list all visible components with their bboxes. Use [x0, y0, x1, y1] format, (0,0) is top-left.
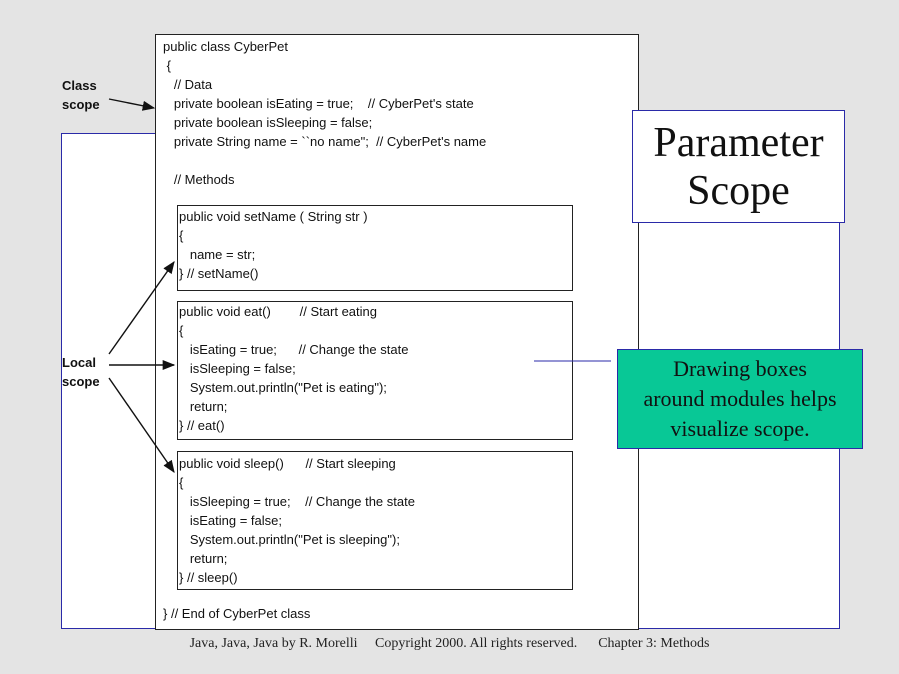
sleep-line-7: } // sleep() — [179, 570, 238, 585]
setname-line-1: public void setName ( String str ) — [179, 209, 368, 224]
eat-line-4: isSleeping = false; — [179, 361, 296, 376]
callout-note-line-2: around modules helps — [643, 386, 837, 411]
sleep-method-box: public void sleep() // Start sleeping { … — [177, 451, 573, 590]
sleep-line-1: public void sleep() // Start sleeping — [179, 456, 396, 471]
slide-title: Parameter Scope — [632, 110, 845, 223]
setname-line-2: { — [179, 228, 184, 243]
sleep-line-2: { — [179, 475, 184, 490]
eat-line-2: { — [179, 323, 184, 338]
class-end-line: } // End of CyberPet class — [163, 606, 311, 621]
local-scope-arrow-setname — [108, 260, 175, 355]
eat-line-7: } // eat() — [179, 418, 225, 433]
sleep-line-6: return; — [179, 551, 228, 566]
eat-line-6: return; — [179, 399, 228, 414]
data-comment: // Data — [163, 77, 213, 92]
class-header-line-2: { — [163, 58, 171, 73]
callout-note-line-1: Drawing boxes — [673, 356, 807, 381]
class-scope-label-line-1: Class — [62, 78, 97, 93]
eat-line-1: public void eat() // Start eating — [179, 304, 377, 319]
data-line-2: private boolean isSleeping = false; — [163, 115, 373, 130]
class-header-line-1: public class CyberPet — [163, 39, 288, 54]
eat-line-5: System.out.println("Pet is eating"); — [179, 380, 387, 395]
setname-method-box: public void setName ( String str ) { nam… — [177, 205, 573, 291]
eat-method-box: public void eat() // Start eating { isEa… — [177, 301, 573, 440]
local-scope-label-line-2: scope — [62, 374, 100, 389]
sleep-line-5: System.out.println("Pet is sleeping"); — [179, 532, 400, 547]
sleep-line-3: isSleeping = true; // Change the state — [179, 494, 415, 509]
setname-line-4: } // setName() — [179, 266, 259, 281]
data-line-3: private String name = ``no name"; // Cyb… — [163, 134, 487, 149]
local-scope-label-line-1: Local — [62, 355, 96, 370]
class-scope-label-line-2: scope — [62, 97, 100, 112]
sleep-line-4: isEating = false; — [179, 513, 282, 528]
callout-note: Drawing boxes around modules helps visua… — [617, 349, 863, 449]
slide-title-line-2: Scope — [687, 167, 790, 214]
setname-line-3: name = str; — [179, 247, 256, 262]
slide-footer: Java, Java, Java by R. Morelli Copyright… — [189, 636, 710, 651]
class-scope-arrow — [108, 98, 156, 111]
data-line-1: private boolean isEating = true; // Cybe… — [163, 96, 474, 111]
local-scope-arrow-sleep — [108, 377, 175, 474]
code-listing-page: public class CyberPet { // Data private … — [155, 34, 639, 630]
callout-note-line-3: visualize scope. — [670, 416, 810, 441]
slide-title-line-1: Parameter — [653, 119, 824, 166]
eat-line-3: isEating = true; // Change the state — [179, 342, 409, 357]
methods-comment: // Methods — [163, 172, 235, 187]
